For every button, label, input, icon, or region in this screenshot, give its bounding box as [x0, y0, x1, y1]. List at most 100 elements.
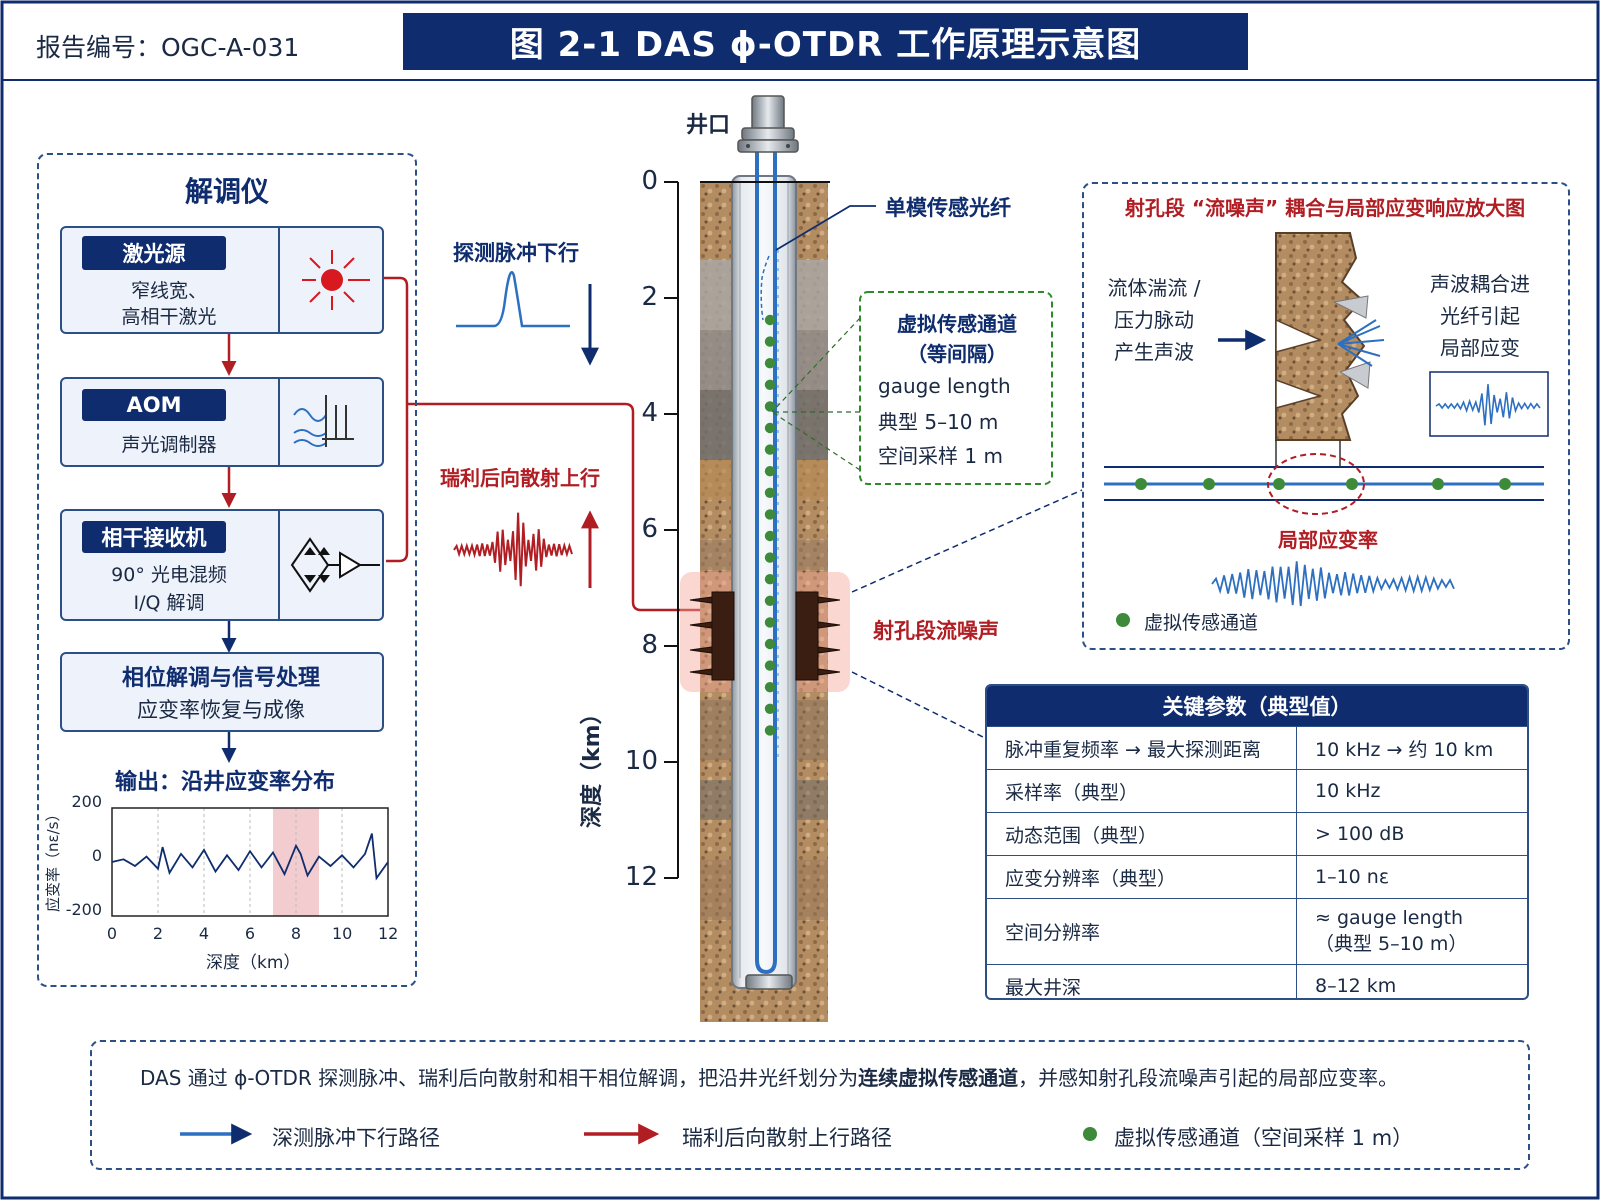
zoom-legend-dot: [1116, 613, 1130, 627]
param-value: 10 kHz → 约 10 km: [1296, 726, 1527, 770]
param-value: > 100 dB: [1296, 812, 1527, 856]
mini-x-tick: 12: [378, 924, 399, 943]
param-value: 8–12 km: [1296, 964, 1527, 998]
virtual-channel-dot: [764, 595, 776, 606]
report-number: 报告编号：OGC-A-031: [36, 33, 300, 62]
receiver-pill: 相干接收机: [82, 521, 226, 553]
legend-channel-label: 虚拟传感通道（空间采样 1 m）: [1114, 1126, 1414, 1150]
params-row: 空间分辨率 ≈ gauge length （典型 5–10 m）: [987, 898, 1527, 965]
receiver-icon: [290, 537, 380, 593]
processing-line-2: 应变率恢复与成像: [137, 698, 305, 722]
virtual-channel-dot: [764, 660, 776, 671]
legend-down-label: 深测脉冲下行路径: [272, 1126, 440, 1150]
legend-channel-dot: [1083, 1127, 1097, 1141]
param-value-line-2: （典型 5–10 m）: [1315, 933, 1468, 955]
strain-rate-chart: [111, 807, 389, 917]
well-casing: [731, 175, 797, 989]
summary-part-a: DAS 通过 ϕ-OTDR 探测脉冲、瑞利后向散射和相干相位解调，把沿井光纤划分…: [140, 1066, 859, 1090]
param-value-line-1: > 100 dB: [1315, 823, 1405, 845]
virtual-channel-dot: [764, 617, 776, 628]
aom-icon: [293, 395, 354, 447]
params-row: 应变分辨率（典型）1–10 nε: [987, 855, 1527, 899]
depth-axis: [664, 181, 830, 879]
fiber-label: 单模传感光纤: [885, 196, 1011, 220]
laser-icon: [302, 250, 370, 310]
mini-y-tick: 0: [91, 846, 102, 865]
virtual-channel-dot: [764, 444, 776, 455]
param-name: 应变分辨率（典型）: [987, 855, 1297, 899]
mini-x-tick: 4: [198, 924, 210, 943]
virtual-channel-dot: [764, 638, 776, 650]
mini-x-tick: 10: [332, 924, 353, 943]
virtual-channel-dot: [764, 703, 776, 714]
mini-x-tick: 0: [106, 924, 118, 943]
virtual-channel-dot: [764, 379, 776, 390]
params-title: 关键参数（典型值）: [987, 686, 1527, 726]
perforation-clusters: [689, 591, 841, 681]
rayleigh-up-label: 瑞利后向散射上行: [440, 466, 600, 490]
footer-summary: DAS 通过 ϕ-OTDR 探测脉冲、瑞利后向散射和相干相位解调，把沿井光纤划分…: [140, 1062, 1398, 1091]
param-name: 空间分辨率: [987, 898, 1297, 965]
laser-receiver-link: [382, 276, 409, 563]
fiber-link: [407, 402, 700, 612]
perforation-label: 射孔段流噪声: [873, 619, 999, 643]
param-name: 采样率（典型）: [987, 769, 1297, 813]
laser-desc-2: 高相干激光: [121, 306, 217, 328]
param-value-line-1: ≈ gauge length: [1315, 907, 1464, 929]
vc-line-2: （等间隔）: [907, 342, 1007, 366]
aom-pill: AOM: [82, 389, 226, 421]
param-name: 最大井深: [987, 964, 1297, 998]
laser-desc-1: 窄线宽、: [130, 280, 207, 302]
processing-line-1: 相位解调与信号处理: [121, 666, 320, 691]
virtual-channel-dot: [764, 552, 776, 563]
param-name: 动态范围（典型）: [987, 812, 1297, 856]
figure-title: 图 2-1 DAS ϕ-OTDR 工作原理示意图: [403, 13, 1248, 70]
depth-tick-label: 0: [641, 166, 658, 196]
depth-tick-label: 2: [641, 282, 658, 312]
zoom-panel: [1082, 182, 1570, 650]
demodulator-panel: [37, 153, 417, 987]
virtual-channel-dot: [764, 487, 776, 498]
strain-rate-line: [111, 833, 389, 881]
fiber-leader: [775, 205, 876, 251]
mini-y-tick: -200: [65, 900, 102, 919]
depth-tick-label: 8: [641, 630, 658, 660]
virtual-channel-dot: [764, 358, 776, 369]
mini-y-tick: 200: [71, 792, 102, 811]
virtual-channel-dot: [764, 401, 776, 412]
virtual-channel-box: [859, 291, 1053, 485]
mini-x-tick: 2: [152, 924, 164, 943]
zoom-title: 射孔段 “流噪声” 耦合与局部应变响应放大图: [1124, 196, 1526, 220]
wellhead-label: 井口: [686, 113, 731, 138]
local-strain-wave: [1211, 561, 1455, 607]
virtual-channel-dots: [764, 314, 776, 736]
zoom-left-2: 压力脉动: [1114, 308, 1194, 332]
param-value-line-1: 8–12 km: [1315, 975, 1397, 997]
channel-leaders: [771, 317, 861, 471]
zoom-right-2: 光纤引起: [1440, 304, 1520, 328]
zoom-strain-label: 局部应变率: [1278, 528, 1378, 552]
vc-line-4: 典型 5–10 m: [878, 410, 999, 434]
param-value: 1–10 nε: [1296, 855, 1527, 899]
vc-line-1: 虚拟传感通道: [897, 312, 1017, 336]
params-row: 动态范围（典型） > 100 dB: [987, 812, 1527, 856]
aom-desc: 声光调制器: [121, 434, 217, 456]
virtual-channel-dot: [764, 725, 776, 736]
param-value: ≈ gauge length （典型 5–10 m）: [1296, 898, 1527, 965]
param-value-line-1: 10 kHz: [1315, 780, 1381, 802]
vc-line-5: 空间采样 1 m: [878, 444, 1003, 468]
virtual-channel-dot: [764, 574, 776, 585]
probe-pulse-icon: [456, 271, 570, 328]
param-name: 脉冲重复频率 → 最大探测距离: [987, 726, 1297, 770]
zoom-rock-icon: [1218, 232, 1385, 441]
virtual-channel-dot: [764, 422, 776, 434]
depth-tick-label: 10: [624, 746, 658, 776]
zoom-left-3: 产生声波: [1114, 340, 1194, 364]
params-row: 采样率（典型） 10 kHz: [987, 769, 1527, 813]
pulse-down-label: 探测脉冲下行: [453, 241, 579, 265]
mini-chart-xlabel: 深度（km）: [206, 953, 301, 973]
legend-up-label: 瑞利后向散射上行路径: [682, 1126, 892, 1150]
